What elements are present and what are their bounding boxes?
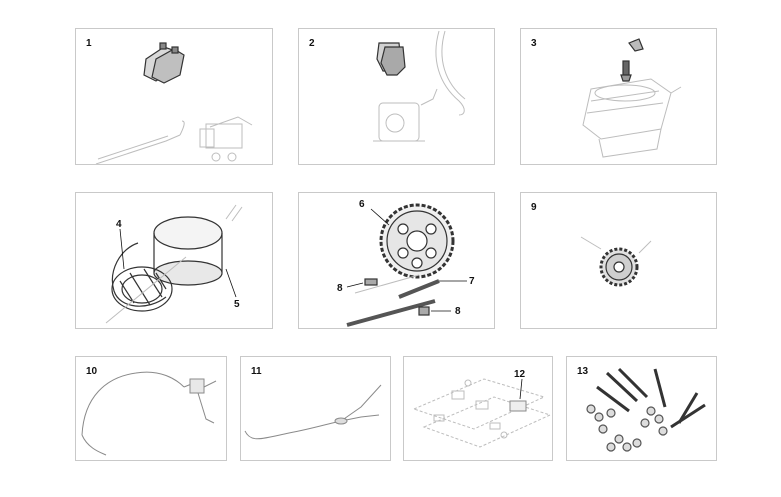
callout-4: 4 [116,219,122,230]
panel-front-sprocket[interactable]: 9 [520,192,717,329]
clutch-cable-illustration [81,371,217,456]
panel-bolt-kit[interactable]: 13 [566,356,717,461]
panel-number: 3 [531,38,537,49]
panel-brake-pads-front[interactable]: 1 [75,28,273,165]
panel-mounting-kit[interactable]: 12 [403,356,553,461]
throttle-cable-illustration [244,384,382,440]
panel-air-filter[interactable]: 4 5 [75,192,273,329]
spark-plug-illustration [582,38,682,158]
callout-8: 8 [455,306,461,317]
brake-pads-illustration [95,42,253,164]
panel-number: 1 [86,38,92,49]
mounting-kit-illustration: 12 [412,369,552,448]
brake-caliper-illustration [373,30,466,142]
panel-chain-sprocket[interactable]: 6 7 8 8 [298,192,495,329]
panel-number: 13 [577,366,589,377]
callout-8: 8 [337,283,343,294]
panel-number: 9 [531,202,537,213]
air-filter-illustration: 4 5 [105,204,243,324]
bolt-kit-illustration [586,367,706,452]
panel-number: 10 [86,366,98,377]
panel-clutch-cable[interactable]: 10 [75,356,227,461]
callout-12: 12 [514,369,526,380]
panel-throttle-cable[interactable]: 11 [240,356,391,461]
panel-brake-pads-rear[interactable]: 2 [298,28,495,165]
panel-number: 2 [309,38,315,49]
callout-5: 5 [234,299,240,310]
sprocket-chain-illustration: 6 7 8 8 [337,199,475,327]
front-sprocket-illustration [580,236,652,287]
panel-spark-plug[interactable]: 3 [520,28,717,165]
callout-7: 7 [469,276,475,287]
panel-number: 11 [251,366,262,377]
callout-6: 6 [359,199,365,210]
